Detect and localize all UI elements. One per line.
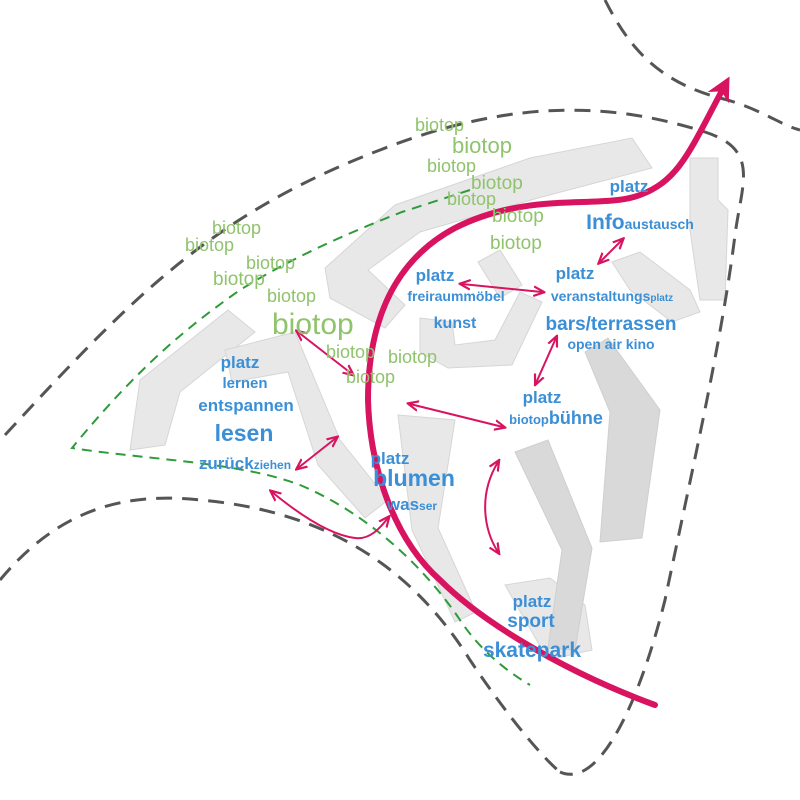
- arrow-freiraum-veranstaltung: [462, 284, 542, 292]
- arrow-bars-buehne: [536, 338, 556, 383]
- arrow-lernen-biotop: [298, 332, 352, 374]
- outer-boundary-north: [3, 108, 745, 776]
- blumen-platz-title: platz: [371, 449, 410, 468]
- veranstaltung-platz-line3: open air kino: [567, 336, 654, 352]
- biotop-label: biotop: [452, 133, 512, 158]
- arrow-lesen-blumen: [298, 438, 336, 468]
- connection-arrows: [272, 240, 622, 552]
- biotop-label: biotop: [185, 235, 234, 255]
- outer-boundary-south: [0, 496, 561, 774]
- building-center-l: [419, 291, 543, 369]
- buehne-platz-title: platz: [523, 388, 562, 407]
- biotop-labels: biotop biotop biotop biotop biotop bioto…: [185, 115, 544, 387]
- biotop-label: biotop: [471, 173, 523, 194]
- biotop-label: biotop: [246, 253, 295, 273]
- building-east-zigzag-dark: [514, 337, 661, 651]
- veranstaltung-platz-line2: bars/terrassen: [546, 314, 677, 335]
- place-labels: platz Infoaustausch platz freiraummöbel …: [198, 177, 694, 662]
- lernen-platz-line4: zurückziehen: [199, 454, 291, 473]
- freiraum-platz-line1: freiraummöbel: [407, 288, 504, 304]
- outer-boundary-northeast: [603, 0, 800, 132]
- buehne-platz-line1: biotopbühne: [509, 408, 603, 428]
- biotop-label: biotop: [490, 233, 542, 254]
- biotop-label: biotop: [492, 206, 544, 227]
- sport-platz-line2: skatepark: [483, 639, 581, 662]
- biotop-label: biotop: [272, 308, 354, 341]
- biotop-label: biotop: [326, 342, 375, 362]
- biotop-label: biotop: [267, 286, 316, 306]
- biotop-label: biotop: [346, 367, 395, 387]
- building-south-zigzag: [397, 414, 477, 623]
- biotop-label: biotop: [447, 189, 496, 209]
- info-platz-line: Infoaustausch: [586, 211, 694, 234]
- arrow-blumen-buehne: [410, 404, 503, 427]
- sport-platz-line1: sport: [507, 611, 555, 632]
- freiraum-platz-title: platz: [416, 266, 455, 285]
- arrow-zurueck-wasser: [272, 492, 388, 540]
- biotop-label: biotop: [212, 218, 261, 238]
- lernen-platz-line2: entspannen: [198, 396, 293, 415]
- building-footprints: [129, 137, 729, 661]
- blumen-platz-line2: wasser: [386, 495, 437, 514]
- veranstaltung-platz-line1: veranstaltungsplatz: [551, 288, 673, 304]
- freiraum-platz-line2: kunst: [434, 315, 477, 332]
- building-east-tower: [689, 157, 729, 301]
- building-left-west: [129, 309, 256, 451]
- lernen-platz-title: platz: [221, 353, 260, 372]
- biotop-label: biotop: [213, 269, 265, 290]
- lernen-platz-line1: lernen: [222, 375, 267, 392]
- biotop-label: biotop: [415, 115, 464, 135]
- blumen-platz-line1: blumen: [373, 465, 455, 491]
- veranstaltung-platz-title: platz: [556, 264, 595, 283]
- main-path-arrow: [364, 76, 730, 708]
- biotop-label: biotop: [388, 347, 437, 367]
- info-platz-title: platz: [610, 177, 649, 196]
- building-east-wing: [611, 251, 701, 323]
- inner-green-boundary: [70, 189, 531, 686]
- lernen-platz-line3: lesen: [215, 420, 274, 446]
- sport-platz-title: platz: [513, 592, 552, 611]
- arrow-info-veranstaltung: [600, 240, 622, 262]
- site-boundaries: [0, 0, 800, 776]
- arrow-buehne-sport: [484, 462, 498, 552]
- biotop-label: biotop: [427, 156, 476, 176]
